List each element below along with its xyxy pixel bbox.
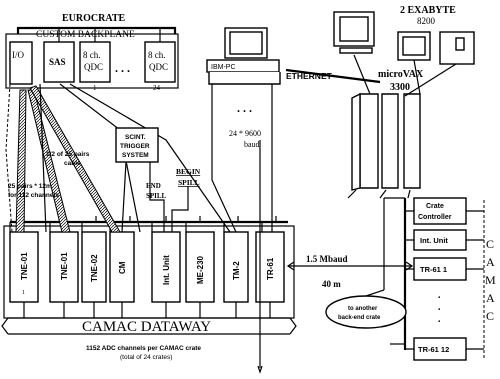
microvax-cabinets [347, 92, 421, 199]
pc-ellipsis: . . . [237, 101, 252, 115]
backend-tr61-12: TR-61 12 [418, 345, 449, 354]
module-label: TNE-01 [20, 252, 29, 280]
begin-spill-label-2: SPILL [178, 178, 200, 187]
vax-name: microVAX [378, 69, 424, 80]
end-spill-label: END [146, 182, 161, 190]
module-label: TM-2 [232, 261, 241, 280]
tr-61-module: TR-61 [255, 231, 285, 303]
scint-trigger-system: SCINT. TRIGGER SYSTEM [115, 127, 165, 233]
backend-tr61-1: TR-61 1 [420, 265, 447, 274]
cm-module: CM [109, 231, 135, 303]
crate-controller-1: Crate [426, 203, 444, 210]
camac-backend-crate: Crate Controller Int. Unit TR-61 1 . . .… [403, 197, 485, 361]
qdc-1-label-a: 8 ch. [83, 50, 101, 60]
cable-half-label: 1/2 of 25 pairs [46, 151, 90, 158]
dashed-cable [5, 83, 13, 233]
scint-label-2: TRIGGER [120, 143, 150, 150]
camac-letter-c2: C [486, 309, 494, 323]
ethernet-label: ETHERNET [286, 71, 333, 81]
link-speed-label: 1.5 Mbaud [306, 254, 348, 264]
qdc-24-label-a: 8 ch. [148, 50, 166, 60]
backend-vdots-1: . [438, 290, 441, 301]
qdc-1-label-b: QDC [84, 62, 103, 72]
another-crate-bubble: to another back-end crate [325, 295, 407, 329]
camac-frontend-crate [3, 216, 295, 319]
vax-console [333, 11, 375, 54]
tne-01-module-1: TNE-01 1 [9, 231, 39, 303]
serial-link: 1.5 Mbaud 40 m [286, 254, 414, 289]
sas-module: SAS [43, 41, 75, 83]
exabyte-model: 8200 [417, 16, 436, 26]
channels-sub-label: (total of 24 crates) [120, 354, 172, 361]
crate-controller-2: Controller [418, 214, 452, 221]
camac-letter-c1: C [486, 237, 494, 251]
module-label: Int. Unit [162, 255, 171, 285]
module-sub: 1 [22, 290, 25, 296]
camac-module-row: TNE-01 1 TNE-01 TNE-02 CM Int. Unit ME-2… [9, 231, 285, 303]
twisted-pair-cables [15, 85, 121, 233]
end-spill-label-2: SPILL [146, 192, 167, 200]
sas-label: SAS [49, 57, 66, 67]
backplane-label: CUSTOM BACKPLANE [36, 30, 135, 40]
io-label: I/O [12, 50, 24, 60]
begin-spill-label: BEGIN [176, 167, 201, 176]
backend-vdots-3: . [438, 314, 441, 325]
backend-int-unit: Int. Unit [420, 236, 448, 245]
dataway-label: CAMAC DATAWAY [82, 319, 211, 335]
backplane-bus [16, 26, 177, 34]
module-label: TR-61 [266, 257, 275, 280]
qdc-ellipsis: . . . [115, 61, 130, 75]
int-unit-module: Int. Unit [151, 231, 181, 303]
link-length-label: 40 m [322, 279, 341, 289]
module-label: CM [118, 261, 127, 274]
qdc-24-label-b: QDC [149, 62, 168, 72]
tne-02-module: TNE-02 [81, 231, 107, 303]
channels-label: 1152 ADC channels per CAMAC crate [86, 345, 201, 352]
pc-baud-rate: 24 * 9600 [229, 129, 261, 138]
cable-half-label-2: cable [64, 160, 81, 167]
scint-label-3: SYSTEM [122, 152, 149, 159]
camac-letter-m: M [485, 273, 496, 287]
camac-dataway: CAMAC DATAWAY [1, 302, 297, 335]
backend-vdots-2: . [438, 302, 441, 313]
backplane-frame [5, 33, 179, 89]
pairs-label-2: for 112 channels [8, 192, 59, 199]
another-crate-2: back-end crate [338, 315, 381, 321]
camac-letter-a2: A [486, 291, 495, 305]
module-label: ME-230 [196, 255, 205, 284]
exabyte-label: 2 EXABYTE [400, 5, 456, 16]
scint-label-1: SCINT. [125, 134, 146, 141]
qdc-1-index: 1 [93, 84, 97, 92]
another-crate-1: to another [348, 306, 378, 312]
tm-2-module: TM-2 [223, 231, 249, 303]
exabyte-drives: 2 EXABYTE 8200 [397, 5, 475, 65]
ethernet-link [285, 68, 381, 84]
vax-model: 3300 [390, 82, 410, 93]
pairs-label: 25 pairs * 12m [8, 183, 52, 190]
qdc-module-1: 8 ch. QDC 1 [79, 41, 111, 92]
module-label: TNE-02 [90, 254, 99, 282]
qdc-24-index: 24 [153, 84, 161, 92]
io-module: I/O [9, 41, 33, 85]
camac-vertical-label: C A M A C [485, 237, 496, 323]
eurocrate-title: EUROCRATE [62, 13, 125, 24]
camac-letter-a1: A [486, 255, 495, 269]
pc-baud-unit: baud [244, 140, 260, 149]
ibm-pc: IBM-PC . . . 24 * 9600 baud [206, 27, 281, 149]
me-230-module: ME-230 [185, 231, 215, 303]
pc-label: IBM-PC [211, 64, 236, 71]
qdc-module-24: 8 ch. QDC 24 [144, 41, 176, 92]
tne-01-module-2: TNE-01 [49, 231, 79, 303]
eurocrate: EUROCRATE CUSTOM BACKPLANE I/O SAS 8 ch.… [5, 13, 179, 92]
module-label: TNE-01 [60, 252, 69, 280]
